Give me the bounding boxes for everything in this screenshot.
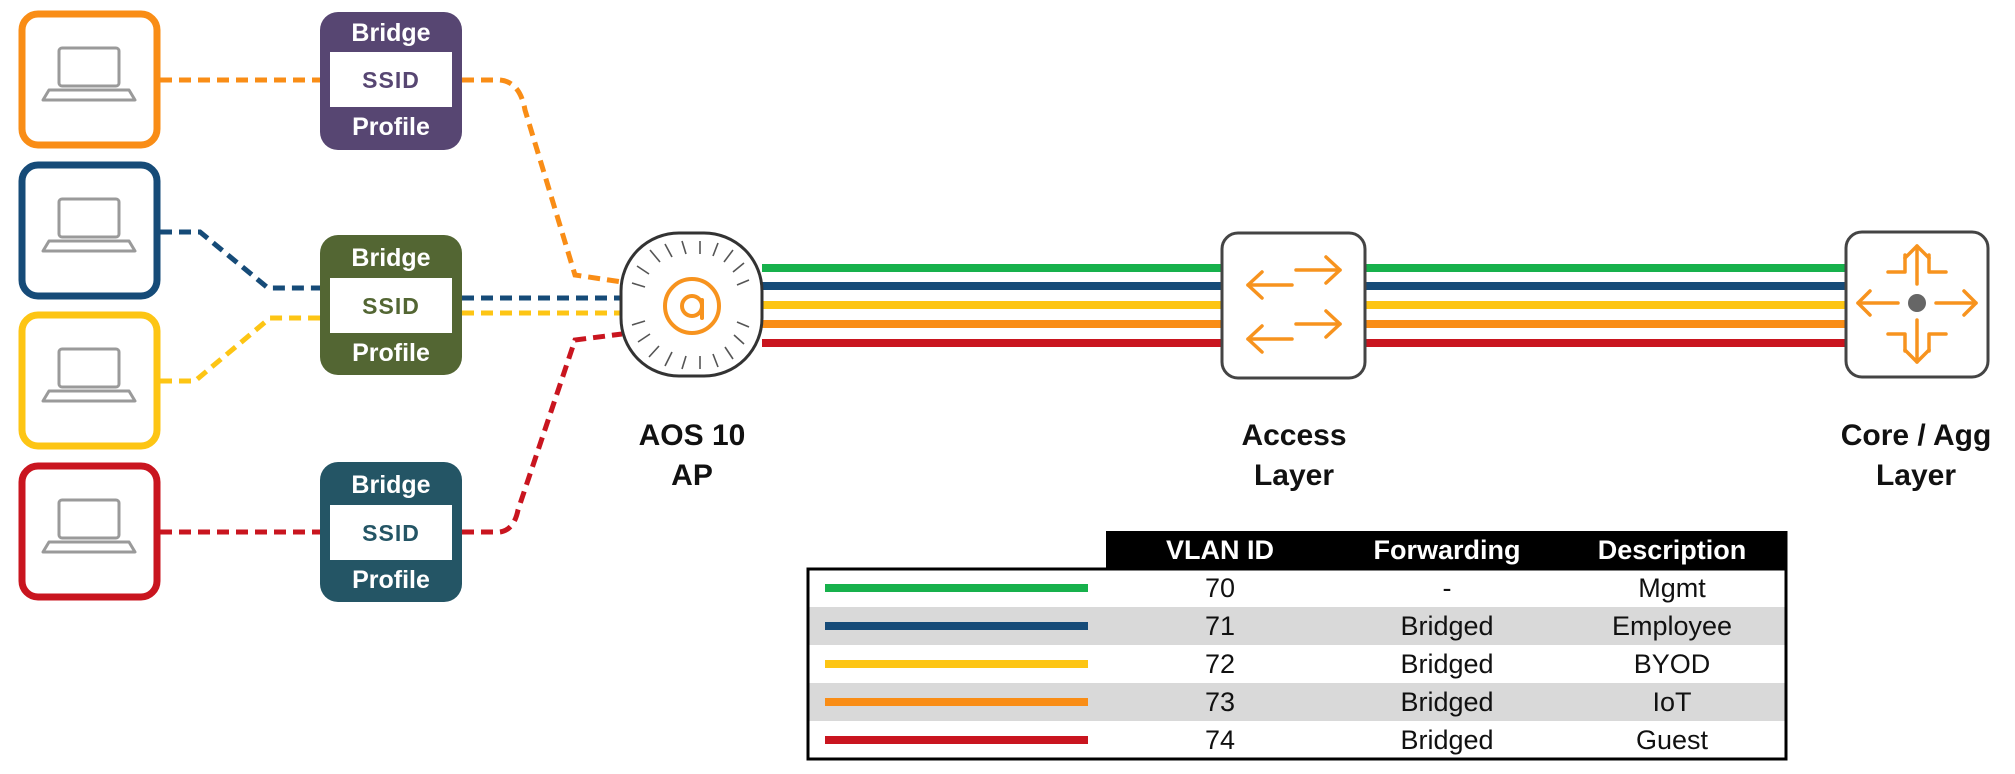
profile-subtitle: Profile: [352, 113, 430, 141]
vlan-id-cell: 74: [1205, 725, 1235, 755]
forwarding-cell: Bridged: [1400, 725, 1493, 755]
ap-label-line1: AOS 10: [639, 419, 746, 452]
header-vlan-id: VLAN ID: [1166, 535, 1274, 565]
header-forwarding: Forwarding: [1374, 535, 1521, 565]
forwarding-cell: Bridged: [1400, 611, 1493, 641]
link-yellow-client-profile: [160, 315, 320, 384]
core-label-line2: Layer: [1876, 459, 1956, 492]
ap-vent-marks: [631, 240, 750, 370]
description-cell: Employee: [1612, 611, 1732, 641]
vlan-legend-table: VLAN ID Forwarding Description 70 - Mgmt…: [806, 531, 1788, 761]
router-hub-dot: [1908, 294, 1926, 312]
ssid-label: SSID: [362, 67, 420, 93]
ssid-label: SSID: [362, 520, 420, 546]
description-cell: IoT: [1652, 687, 1691, 717]
legend-border: [806, 531, 1788, 761]
forwarding-cell: -: [1443, 573, 1452, 603]
forwarding-cell: Bridged: [1400, 649, 1493, 679]
profile-title: Bridge: [351, 19, 430, 47]
legend-header-bar: [1106, 531, 1786, 569]
switch-icon: [1246, 255, 1342, 354]
header-description: Description: [1598, 535, 1747, 565]
access-switch-device[interactable]: [1220, 231, 1367, 380]
ssid-profile-green[interactable]: Bridge SSID Profile: [320, 235, 462, 375]
description-cell: Mgmt: [1638, 573, 1706, 603]
ssid-profile-purple[interactable]: Bridge SSID Profile: [320, 12, 462, 150]
ssid-panel: [330, 52, 452, 107]
ssid-panel: [330, 278, 452, 333]
access-point-device[interactable]: [619, 231, 764, 378]
ap-label-line2: AP: [671, 459, 713, 492]
profile-title: Bridge: [351, 244, 430, 272]
vlan-trunks: [762, 264, 1846, 347]
core-label-line1: Core / Agg: [1841, 419, 1992, 452]
access-point-icon: [663, 277, 721, 335]
client-links: [160, 77, 623, 535]
profile-subtitle: Profile: [352, 339, 430, 367]
forwarding-cell: Bridged: [1400, 687, 1493, 717]
description-cell: Guest: [1636, 725, 1709, 755]
ssid-label: SSID: [362, 293, 420, 319]
client-device-red[interactable]: [18, 462, 161, 601]
vlan-id-cell: 72: [1205, 649, 1235, 679]
client-device-blue[interactable]: [18, 161, 161, 300]
profile-subtitle: Profile: [352, 566, 430, 594]
access-label-line2: Layer: [1254, 459, 1334, 492]
router-icon: [1856, 244, 1978, 364]
profile-title: Bridge: [351, 471, 430, 499]
vlan-id-cell: 71: [1205, 611, 1235, 641]
ssid-profile-teal[interactable]: Bridge SSID Profile: [320, 462, 462, 602]
vlan-id-cell: 73: [1205, 687, 1235, 717]
link-orange-profile-ap: [462, 77, 623, 285]
access-label-line1: Access: [1241, 419, 1346, 452]
description-cell: BYOD: [1634, 649, 1711, 679]
core-router-device[interactable]: [1844, 230, 1990, 379]
ssid-panel: [330, 505, 452, 560]
client-device-yellow[interactable]: [18, 311, 161, 450]
link-red-profile-ap: [462, 331, 623, 535]
link-blue-client-profile: [160, 229, 320, 291]
vlan-id-cell: 70: [1205, 573, 1235, 603]
client-device-orange[interactable]: [18, 10, 161, 149]
